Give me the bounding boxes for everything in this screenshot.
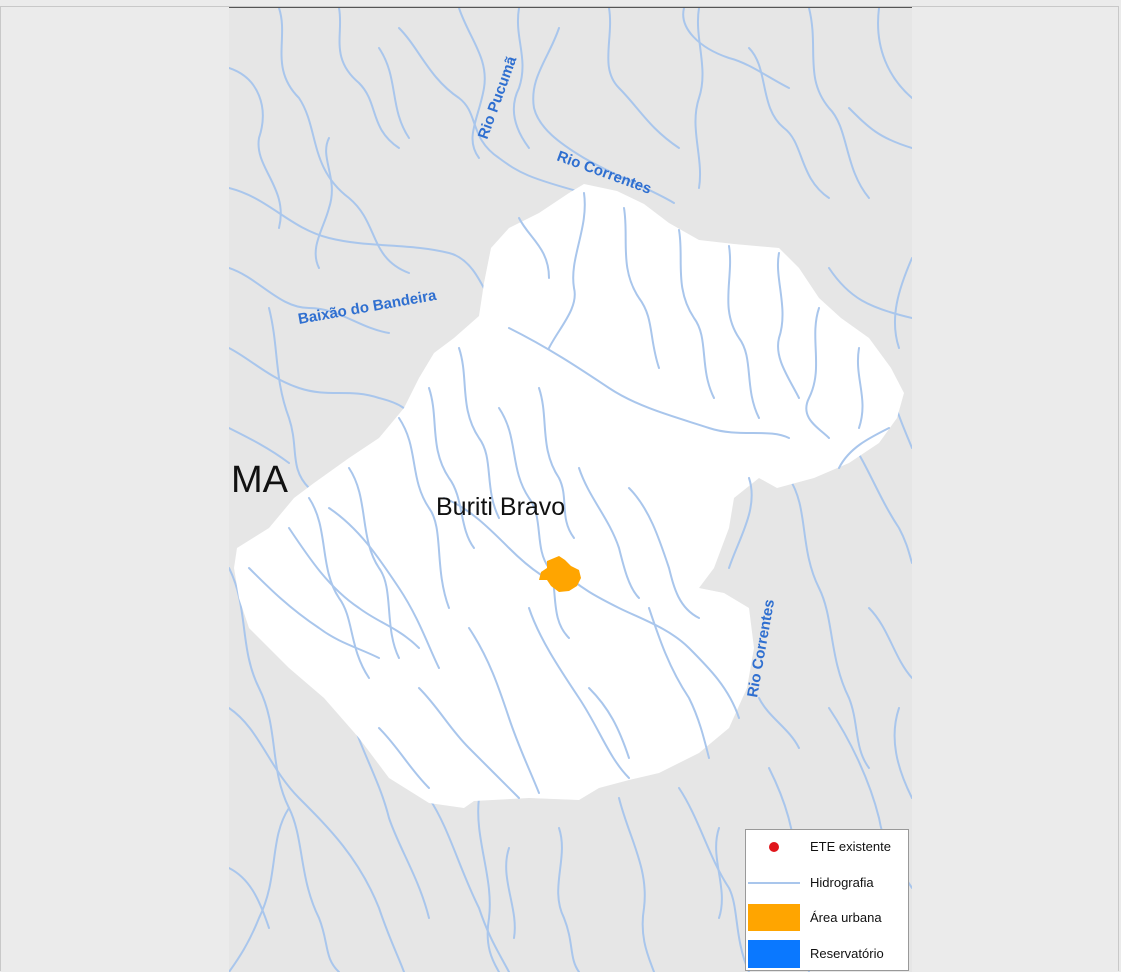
- state-label: MA: [231, 459, 289, 501]
- legend-label-reservoir: Reservatório: [810, 946, 884, 961]
- municipality-label: Buriti Bravo: [436, 493, 565, 521]
- map-legend: ETE existente Hidrografia Área urbana Re…: [745, 829, 909, 971]
- legend-label-hydrography: Hidrografia: [810, 875, 874, 890]
- legend-item-urban: Área urbana: [746, 903, 908, 933]
- legend-item-reservoir: Reservatório: [746, 939, 908, 969]
- municipality-boundary[interactable]: [234, 184, 904, 808]
- municipality-hydrography: [248, 192, 890, 799]
- map-svg: Rio Pucumã Rio Correntes Baixão do Bande…: [229, 8, 912, 972]
- legend-label-urban: Área urbana: [810, 910, 882, 925]
- urban-area[interactable]: [539, 556, 581, 592]
- blue-box-icon: [748, 940, 800, 968]
- legend-item-hydrography: Hidrografia: [746, 868, 908, 898]
- map-canvas[interactable]: Rio Pucumã Rio Correntes Baixão do Bande…: [229, 7, 912, 972]
- river-line-icon: [748, 882, 800, 884]
- orange-box-icon: [748, 904, 800, 931]
- red-dot-icon: [769, 842, 779, 852]
- legend-item-ete: ETE existente: [746, 832, 908, 862]
- legend-label-ete: ETE existente: [810, 839, 891, 854]
